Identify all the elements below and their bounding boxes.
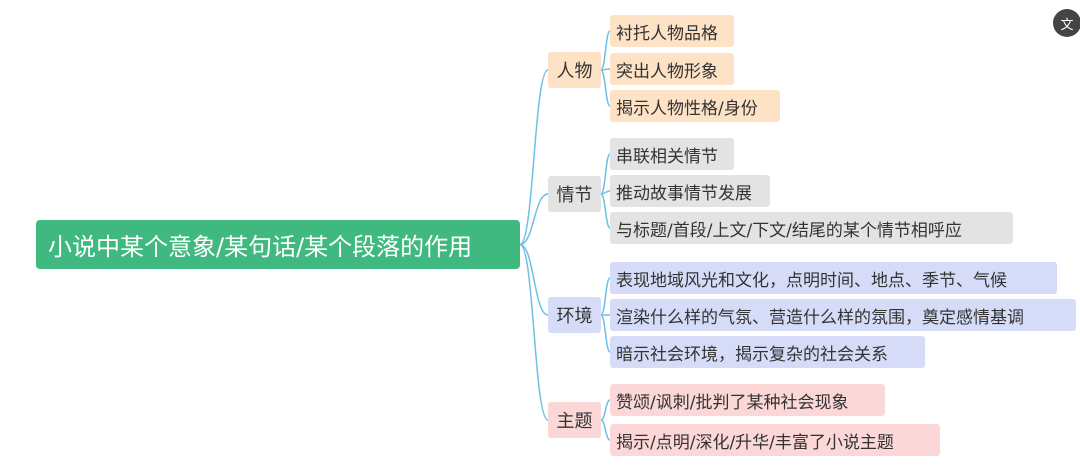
- leaf-node-setting-1[interactable]: 表现地域风光和文化，点明时间、地点、季节、气候: [610, 262, 1057, 294]
- leaf-label: 突出人物形象: [616, 61, 718, 82]
- leaf-label: 揭示/点明/深化/升华/丰富了小说主题: [616, 432, 894, 453]
- leaf-label: 衬托人物品格: [616, 23, 718, 44]
- leaf-node-character-1[interactable]: 衬托人物品格: [610, 15, 734, 47]
- connector-setting-leaf-1: [600, 277, 611, 316]
- leaf-node-theme-2[interactable]: 揭示/点明/深化/升华/丰富了小说主题: [610, 424, 940, 456]
- leaf-label: 与标题/首段/上文/下文/结尾的某个情节相呼应: [616, 220, 962, 241]
- leaf-node-character-3[interactable]: 揭示人物性格/身份: [610, 90, 780, 122]
- connector-theme-leaf-1: [600, 399, 611, 421]
- branch-node-setting[interactable]: 环境: [548, 297, 601, 333]
- translate-icon: 文: [1060, 17, 1074, 33]
- branch-label: 环境: [556, 306, 593, 327]
- leaf-node-plot-3[interactable]: 与标题/首段/上文/下文/结尾的某个情节相呼应: [610, 212, 1013, 244]
- translate-button[interactable]: 文: [1053, 9, 1080, 37]
- branch-node-theme[interactable]: 主题: [548, 402, 601, 438]
- leaf-label: 表现地域风光和文化，点明时间、地点、季节、气候: [616, 270, 1007, 291]
- leaf-node-theme-1[interactable]: 赞颂/讽刺/批判了某种社会现象: [610, 384, 885, 416]
- leaf-label: 串联相关情节: [616, 146, 718, 167]
- leaf-label: 赞颂/讽刺/批判了某种社会现象: [616, 392, 849, 413]
- leaf-node-setting-3[interactable]: 暗示社会环境，揭示复杂的社会关系: [610, 336, 925, 368]
- connector-root-character: [519, 69, 549, 246]
- leaf-node-plot-2[interactable]: 推动故事情节发展: [610, 175, 770, 207]
- connector-root-theme: [519, 243, 549, 421]
- branch-label: 主题: [556, 411, 593, 432]
- connector-setting-leaf-3: [600, 314, 611, 353]
- root-node[interactable]: 小说中某个意象/某句话/某个段落的作用: [36, 220, 520, 269]
- connector-character-leaf-3: [600, 69, 611, 107]
- branch-node-character[interactable]: 人物: [548, 52, 601, 88]
- connector-theme-leaf-2: [600, 419, 611, 441]
- leaf-label: 暗示社会环境，揭示复杂的社会关系: [616, 344, 888, 365]
- leaf-node-plot-1[interactable]: 串联相关情节: [610, 138, 734, 170]
- leaf-node-character-2[interactable]: 突出人物形象: [610, 53, 734, 85]
- root-node-label: 小说中某个意象/某句话/某个段落的作用: [48, 233, 473, 261]
- branch-label: 人物: [556, 61, 593, 82]
- branch-label: 情节: [556, 185, 593, 206]
- connector-character-leaf-1: [600, 30, 611, 71]
- connector-plot-leaf-1: [600, 153, 611, 195]
- connector-plot-leaf-3: [600, 193, 611, 229]
- connector-root-setting: [519, 243, 549, 316]
- leaf-label: 揭示人物性格/身份: [616, 98, 758, 119]
- leaf-node-setting-2[interactable]: 渲染什么样的气氛、营造什么样的氛围，奠定感情基调: [610, 299, 1076, 331]
- branch-node-plot[interactable]: 情节: [548, 176, 601, 212]
- connector-root-plot: [519, 193, 549, 246]
- leaf-label: 渲染什么样的气氛、营造什么样的氛围，奠定感情基调: [616, 307, 1024, 328]
- leaf-label: 推动故事情节发展: [616, 183, 752, 204]
